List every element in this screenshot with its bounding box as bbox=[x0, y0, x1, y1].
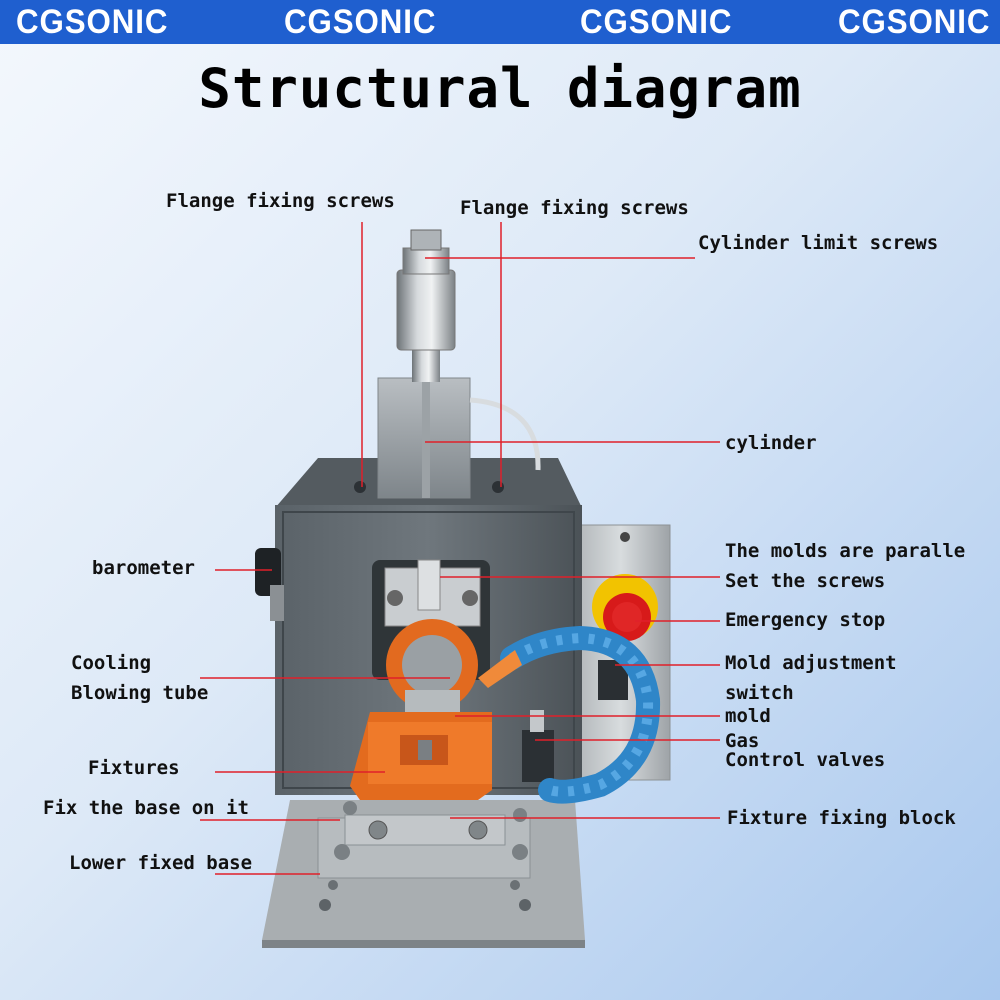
label-control-valves: Control valves bbox=[725, 749, 886, 771]
label-mold: mold bbox=[725, 705, 771, 727]
emergency-stop-icon bbox=[592, 574, 658, 641]
barometer-knob bbox=[255, 548, 284, 621]
orange-fixture bbox=[350, 712, 492, 800]
label-set-the-screws: Set the screws bbox=[725, 570, 886, 592]
brand-logo: CGSONIC bbox=[838, 3, 991, 41]
label-mold-adjustment-switch: switch bbox=[725, 682, 794, 704]
label-fixtures: Fixtures bbox=[88, 757, 180, 779]
brand-logo: CGSONIC bbox=[580, 3, 733, 41]
label-mold-adjustment: Mold adjustment bbox=[725, 652, 897, 674]
label-gas: Gas bbox=[725, 730, 760, 752]
label-cylinder: cylinder bbox=[725, 432, 817, 454]
cylinder-assembly bbox=[377, 229, 541, 499]
label-emergency-stop: Emergency stop bbox=[725, 609, 886, 631]
label-molds-parallel: The molds are paralle bbox=[725, 540, 966, 562]
cooling-blowing-tube bbox=[478, 625, 661, 804]
label-cooling: Cooling bbox=[71, 652, 152, 674]
label-cylinder-limit-screws: Cylinder limit screws bbox=[698, 232, 939, 254]
brand-logo: CGSONIC bbox=[284, 3, 437, 41]
label-blowing-tube: Blowing tube bbox=[71, 682, 209, 704]
label-flange-fixing-screws-right: Flange fixing screws bbox=[460, 197, 689, 219]
brand-logo: CGSONIC bbox=[16, 3, 169, 41]
fixture-fixing-block bbox=[334, 801, 528, 860]
label-fixture-fixing-block: Fixture fixing block bbox=[727, 807, 956, 829]
leader-lines bbox=[200, 222, 720, 875]
label-flange-fixing-screws-left: Flange fixing screws bbox=[166, 190, 395, 212]
brand-banner: CGSONIC CGSONIC CGSONIC CGSONIC bbox=[0, 0, 1000, 44]
label-barometer: barometer bbox=[92, 557, 195, 579]
mold-head bbox=[384, 559, 481, 712]
label-fix-the-base: Fix the base on it bbox=[43, 797, 249, 819]
page-title: Structural diagram bbox=[198, 57, 802, 120]
label-lower-fixed-base: Lower fixed base bbox=[69, 852, 253, 874]
